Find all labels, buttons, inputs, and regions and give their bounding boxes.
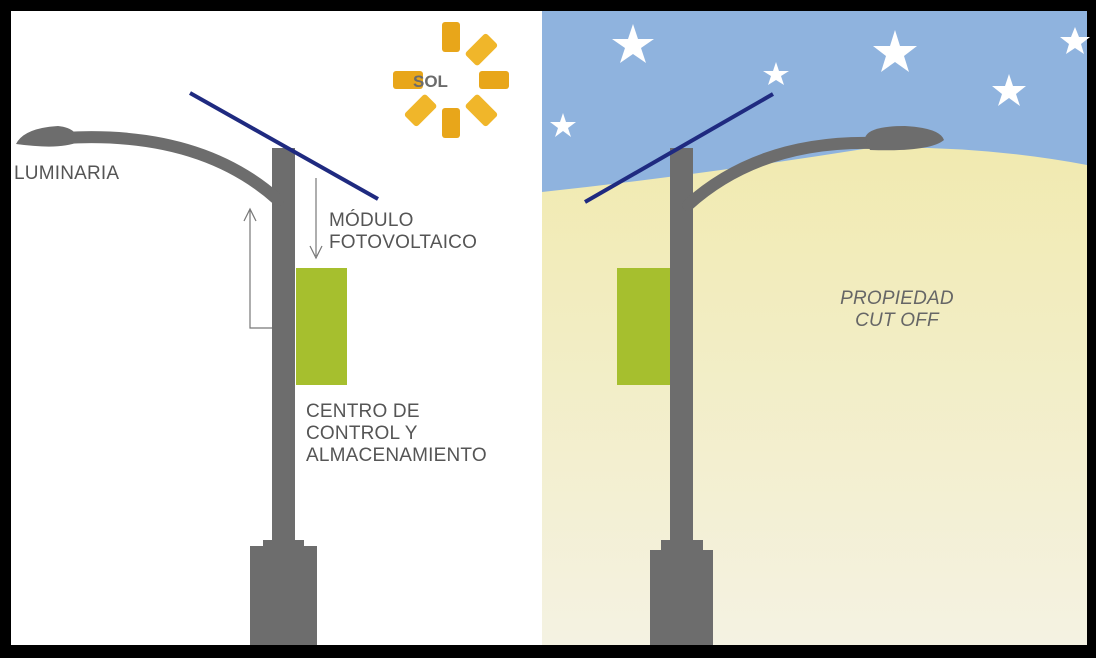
left-control-box xyxy=(296,268,347,385)
left-lamp-arm xyxy=(58,131,284,206)
luminaire-head-icon xyxy=(16,126,78,147)
star-icon xyxy=(992,74,1026,106)
cutoff-label-line2: CUT OFF xyxy=(855,310,939,331)
left-solar-panel xyxy=(189,91,379,201)
stars xyxy=(550,24,1090,137)
up-arrow xyxy=(249,210,272,329)
pv-module-label-line1: MÓDULO xyxy=(329,210,414,231)
pv-module-label-line2: FOTOVOLTAICO xyxy=(329,232,478,253)
up-arrow-head-icon xyxy=(243,207,257,222)
right-pole-base xyxy=(650,550,713,645)
luminaire-label: LUMINARIA xyxy=(14,163,120,184)
left-pole-base xyxy=(250,546,317,645)
cutoff-label: PROPIEDAD CUT OFF xyxy=(832,288,962,332)
down-arrow-head-icon xyxy=(309,245,323,260)
left-pole xyxy=(272,148,295,542)
star-icon xyxy=(763,62,789,85)
star-icon xyxy=(550,113,576,137)
right-street-lamp xyxy=(584,92,944,645)
sun-label: SOL xyxy=(413,72,448,91)
right-control-box xyxy=(617,268,670,385)
energy-arrows xyxy=(243,178,323,329)
left-base-collar xyxy=(263,540,304,550)
cutoff-label-line1: PROPIEDAD xyxy=(840,288,954,309)
right-lamp-arm xyxy=(682,136,881,211)
left-street-lamp xyxy=(16,91,379,645)
star-icon xyxy=(1060,27,1090,54)
star-icon xyxy=(612,24,654,63)
right-pole xyxy=(670,148,693,542)
right-base-collar xyxy=(661,540,703,552)
control-center-label-line1: CENTRO DE xyxy=(306,401,420,422)
pv-module-label: MÓDULO FOTOVOLTAICO xyxy=(329,210,477,254)
right-solar-panel xyxy=(584,92,774,204)
control-center-label-line3: ALMACENAMIENTO xyxy=(306,445,487,466)
luminaire-head-icon xyxy=(865,126,944,151)
sun-icon xyxy=(393,22,509,138)
star-icon xyxy=(873,30,917,72)
control-center-label-line2: CONTROL Y xyxy=(306,423,418,444)
light-cone xyxy=(542,147,1087,645)
control-center-label: CENTRO DE CONTROL Y ALMACENAMIENTO xyxy=(306,401,487,467)
